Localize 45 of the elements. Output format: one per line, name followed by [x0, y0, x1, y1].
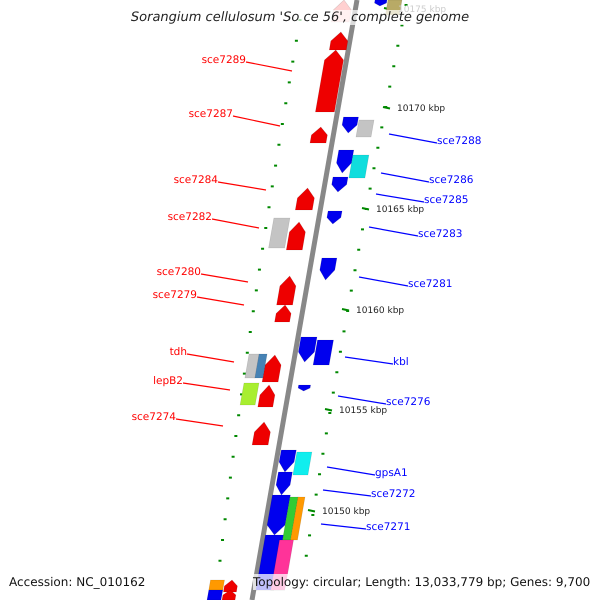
scale-label: 10150 kbp [322, 507, 370, 518]
gene-label: sce7289 [202, 53, 246, 67]
leader-line [338, 395, 386, 405]
leader-line [232, 115, 280, 127]
leader-line [322, 489, 372, 497]
gene-label: sce7283 [418, 227, 462, 241]
gene-label: tdh [170, 345, 187, 359]
leader-line [326, 466, 376, 476]
gene-label: sce7279 [152, 288, 197, 302]
scale-label: 10165 kbp [376, 205, 424, 216]
gene-label: sce7274 [132, 410, 176, 424]
leader-line [376, 193, 424, 203]
leader-line [200, 273, 248, 283]
leader-line [186, 353, 234, 363]
leader-line [176, 418, 224, 427]
gene-label: sce7285 [424, 193, 468, 207]
gene-label: sce7280 [156, 265, 201, 279]
leader-line [380, 172, 430, 183]
gene-label: lepB2 [153, 374, 183, 388]
leader-line [218, 181, 266, 191]
leader-line [320, 523, 366, 530]
gene-label: sce7286 [429, 173, 474, 187]
gene-label: sce7281 [408, 277, 452, 291]
gene-label: sce7272 [371, 487, 416, 501]
gene-label: sce7284 [174, 173, 218, 187]
leader-line [182, 382, 230, 391]
gene-label: sce7288 [437, 134, 482, 148]
scale-label: 10170 kbp [397, 104, 446, 115]
leader-line [196, 296, 244, 306]
gene-label: sce7276 [386, 395, 430, 409]
leader-line [368, 226, 418, 237]
footer-text: Topology: circular; Length: 13,033,779 bp; Genes: 9,700 [253, 574, 590, 590]
gene-label: sce7271 [366, 520, 410, 534]
gene-label: gpsA1 [375, 466, 408, 480]
leader-line [246, 61, 292, 72]
footer-text: Accession: NC_010162 [9, 574, 146, 590]
gene-label: kbl [393, 355, 409, 369]
scale-label: 10155 kbp [339, 406, 388, 417]
leader-line [388, 133, 438, 144]
scale-label: 10160 kbp [356, 306, 404, 317]
gene-label: sce7287 [188, 107, 233, 121]
leader-line [344, 356, 394, 365]
gene-label: sce7282 [168, 210, 212, 224]
leader-line [212, 218, 260, 229]
leader-line [358, 276, 408, 287]
